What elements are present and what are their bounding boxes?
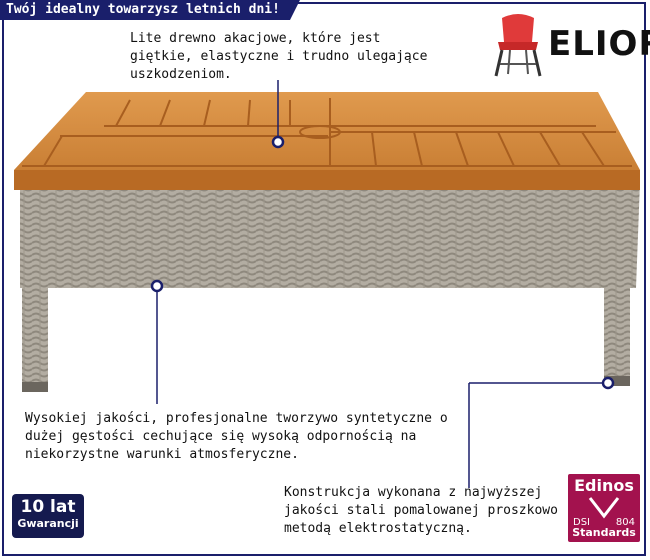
edinos-number: 804 xyxy=(615,517,635,528)
warranty-years: 10 lat xyxy=(20,497,76,517)
rattan-leg-left xyxy=(22,288,48,392)
callout-wood: Lite drewno akacjowe, które jest giętkie… xyxy=(130,31,428,82)
brand-logo: ELIOR xyxy=(488,8,650,80)
warranty-badge: 10 lat Gwarancji xyxy=(12,494,84,538)
callout-steel: Konstrukcja wykonana z najwyższej jakośc… xyxy=(284,485,558,536)
chair-icon xyxy=(494,14,542,77)
marker-steel xyxy=(601,376,615,390)
marker-rattan xyxy=(150,279,164,293)
brand-name: ELIOR xyxy=(548,24,650,64)
rattan-body xyxy=(20,182,640,288)
callout-rattan: Wysokiej jakości, profesjonalne tworzywo… xyxy=(25,411,448,462)
rattan-leg-right xyxy=(604,288,630,386)
edinos-badge: Edinos DSI 804 Standards xyxy=(568,474,640,542)
checkmark-icon xyxy=(588,497,620,519)
edinos-name: Edinos xyxy=(574,476,634,495)
warranty-label: Gwarancji xyxy=(17,517,79,530)
headline-banner: Twój idealny towarzysz letnich dni! xyxy=(0,0,300,20)
edinos-standards: Standards xyxy=(572,526,636,539)
edinos-dsi: DSI xyxy=(573,517,590,528)
marker-wood xyxy=(271,135,285,149)
